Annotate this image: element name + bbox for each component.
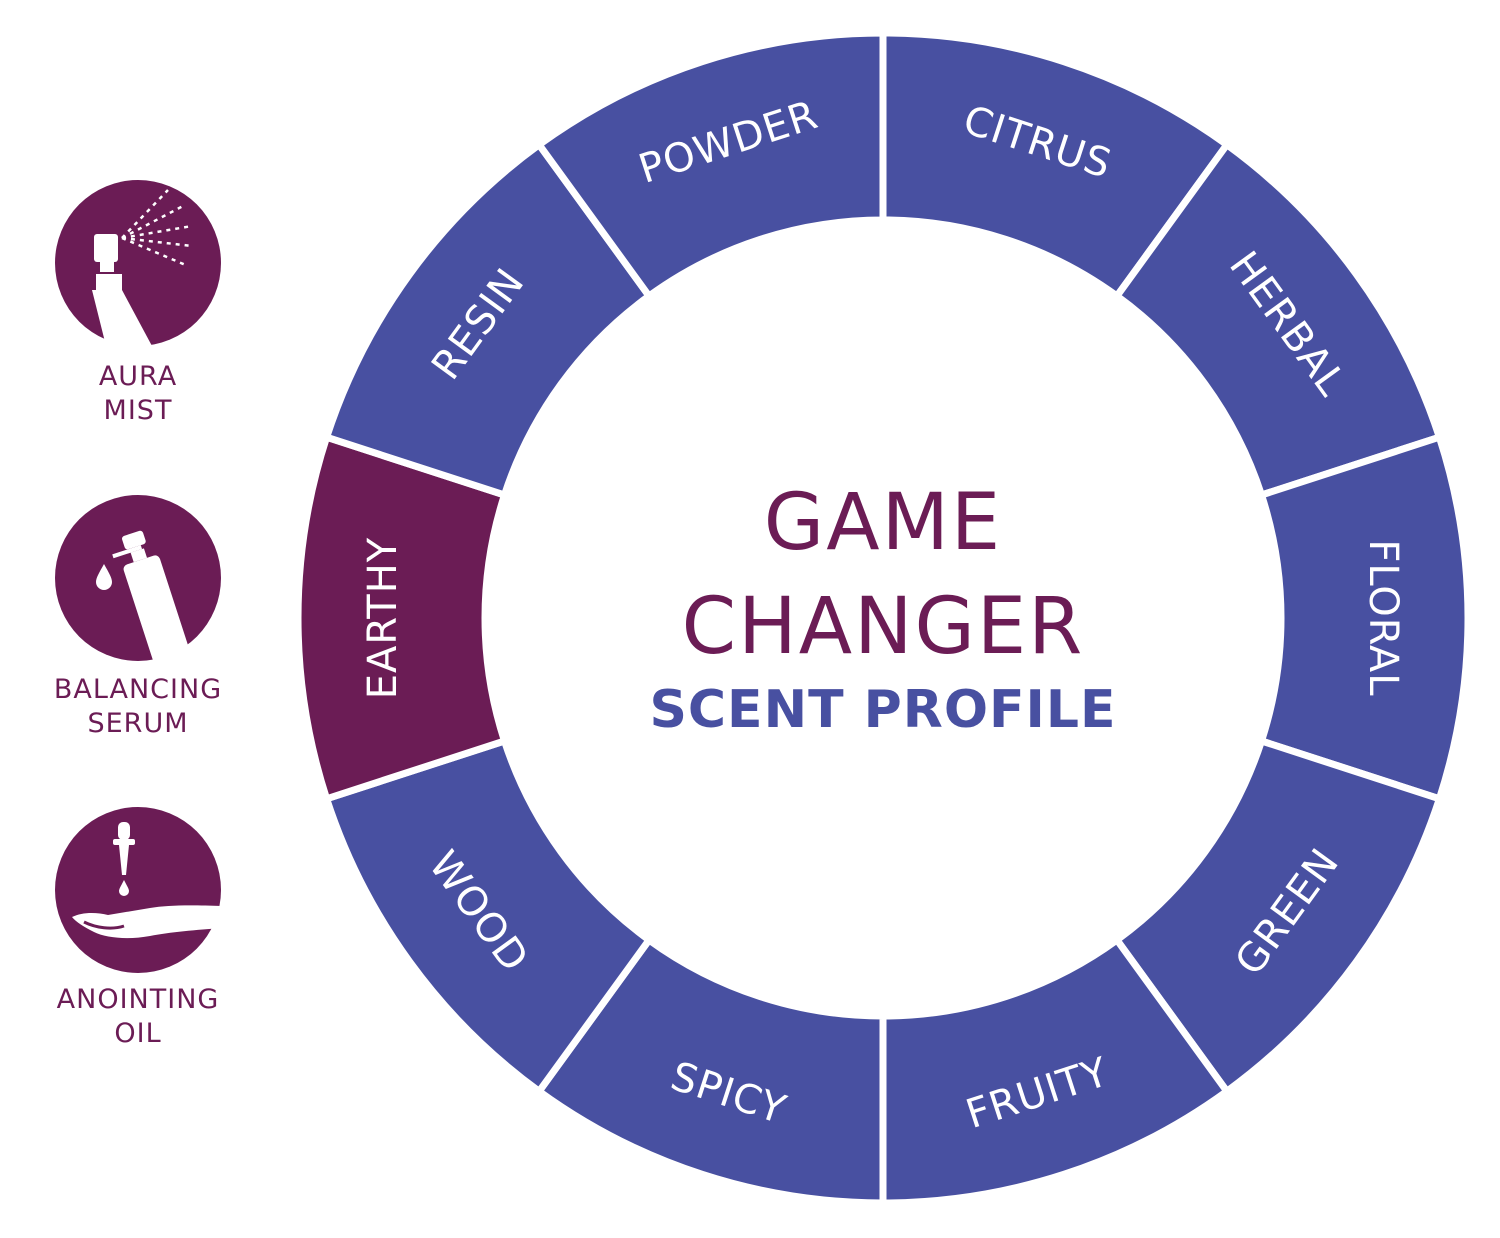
product-label-line2: MIST <box>104 395 173 426</box>
product-label-line1: BALANCING <box>54 674 222 705</box>
dropper-hand-icon <box>55 807 222 973</box>
subtitle: SCENT PROFILE <box>649 680 1116 740</box>
serum-pump-bottle-icon <box>55 495 221 670</box>
wheel-center-title: GAME CHANGER SCENT PROFILE <box>649 478 1116 740</box>
product-label-line1: AURA <box>99 361 177 392</box>
title-line-1: GAME <box>764 478 1002 568</box>
product-label-line2: SERUM <box>87 708 188 739</box>
wheel-label-floral: FLORAL <box>1360 539 1406 696</box>
wheel-label-earthy: EARTHY <box>360 537 406 699</box>
product-balancing-serum: BALANCING SERUM <box>54 495 222 739</box>
product-label-line2: OIL <box>114 1018 161 1049</box>
product-label-line1: ANOINTING <box>57 984 220 1015</box>
wheel-segment-powder <box>534 29 887 301</box>
title-line-2: CHANGER <box>682 582 1085 672</box>
spray-bottle-icon <box>55 180 221 346</box>
product-anointing-oil: ANOINTING OIL <box>55 807 222 1049</box>
product-aura-mist: AURA MIST <box>55 180 221 426</box>
scent-wheel: CITRUSHERBALFLORALGREENFRUITYSPICYWOODEA… <box>294 29 1472 1207</box>
